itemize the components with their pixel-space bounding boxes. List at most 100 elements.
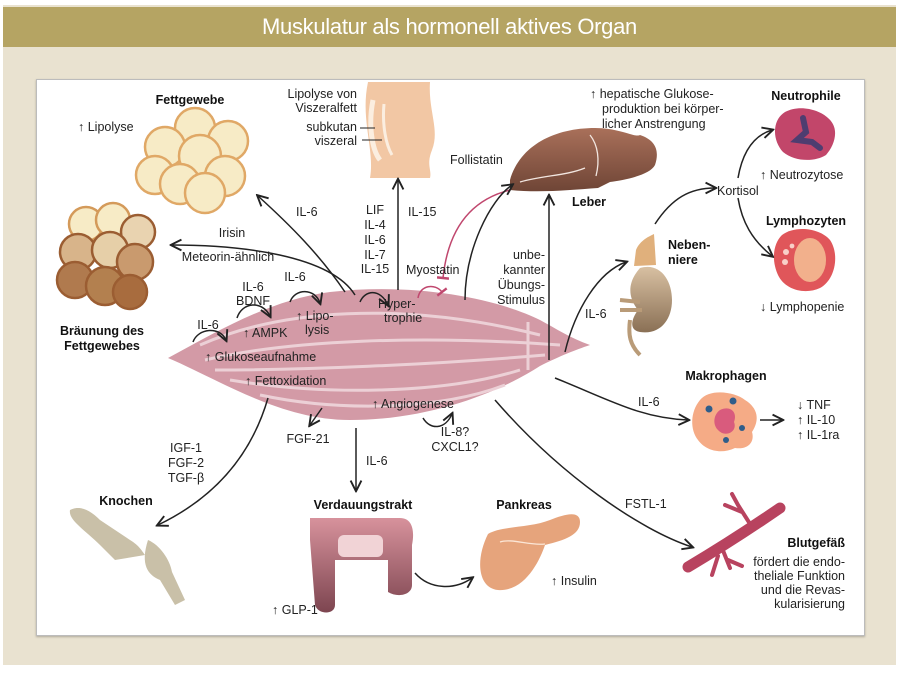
label-stimulus-1: unbe-	[513, 248, 545, 262]
label-il6-glukose: IL-6	[197, 318, 219, 332]
label-tgfb: TGF-β	[168, 471, 204, 485]
arrow-to-liver-curve	[464, 185, 512, 301]
arrow-il6-ampk	[236, 304, 270, 318]
label-il6-makrophagen: IL-6	[638, 395, 660, 409]
label-stimulus-2: kannter	[503, 263, 545, 277]
label-insulin: ↑ Insulin	[551, 574, 597, 588]
label-tnf: ↓ TNF	[797, 398, 831, 412]
label-leber: Leber	[572, 195, 606, 209]
arrow-il6-macrophage	[554, 377, 688, 420]
label-leber-effect-1: ↑ hepatische Glukose-	[590, 87, 714, 101]
label-il6-lipolysis: IL-6	[284, 270, 306, 284]
label-blutgefaess: Blutgefäß	[787, 536, 845, 550]
adrenal-kidney-illustration	[619, 234, 672, 357]
blood-vessel-illustration	[682, 492, 786, 577]
label-neutrozytose: ↑ Neutrozytose	[760, 168, 843, 182]
label-il6-hyp: IL-6	[364, 233, 386, 247]
arrow-kortisol	[654, 188, 715, 225]
bone-illustration	[69, 508, 185, 605]
pancreas-illustration	[480, 514, 580, 591]
label-il6-bdnf-1: IL-6	[242, 280, 264, 294]
label-verdauungstrakt: Verdauungstrakt	[314, 498, 413, 512]
label-il6-fat: IL-6	[296, 205, 318, 219]
lymphocyte-illustration	[773, 228, 836, 292]
label-il6-bdnf-2: BDNF	[236, 294, 270, 308]
label-lipo: ↑ Lipo-	[296, 309, 334, 323]
label-braunung-1: Bräunung des	[60, 324, 144, 338]
fat-tissue-illustration	[134, 106, 250, 215]
label-gefaess-1: fördert die endo-	[753, 555, 845, 569]
torso-illustration	[365, 82, 435, 178]
label-glukoseaufnahme: ↑ Glukoseaufnahme	[205, 350, 316, 364]
label-irisin: Irisin	[219, 226, 245, 240]
label-stimulus-3: Übungs-	[498, 278, 545, 292]
label-fgf2: FGF-2	[168, 456, 204, 470]
arrow-neutrophil	[737, 130, 772, 179]
arrow-lymphocyte	[737, 197, 772, 256]
label-ampk: ↑ AMPK	[243, 326, 288, 340]
arrow-hyp-list	[359, 291, 388, 305]
liver-illustration	[510, 128, 657, 192]
label-lif: LIF	[366, 203, 384, 217]
arrow-bone	[158, 397, 269, 525]
arrow-il6-lipolysis	[289, 290, 320, 303]
label-fstl1: FSTL-1	[625, 497, 667, 511]
label-angiogenese: ↑ Angiogenese	[372, 397, 454, 411]
label-il4: IL-4	[364, 218, 386, 232]
macrophage-illustration	[692, 392, 757, 452]
label-il15-hyp: IL-15	[361, 262, 390, 276]
inhibit-follistatin	[436, 189, 511, 280]
label-knochen: Knochen	[99, 494, 152, 508]
label-fettgewebe: Fettgewebe	[156, 93, 225, 107]
label-lymphopenie: ↓ Lymphopenie	[760, 300, 844, 314]
label-meteorin: Meteorin-ähnlich	[182, 250, 274, 264]
label-viszeral: viszeral	[315, 134, 357, 148]
label-myostatin: Myostatin	[406, 263, 460, 277]
inhibit-myostatin	[417, 285, 448, 299]
label-cxcl1: CXCL1?	[431, 440, 478, 454]
label-hyper: Hyper-	[378, 297, 416, 311]
label-follistatin: Follistatin	[450, 153, 503, 167]
muscle-illustration	[168, 289, 590, 420]
label-il15: IL-15	[408, 205, 437, 219]
label-pankreas: Pankreas	[496, 498, 552, 512]
label-viszeral-2: Viszeralfett	[295, 101, 357, 115]
label-il8: IL-8?	[441, 425, 470, 439]
label-gefaess-2: theliale Funktion	[754, 569, 845, 583]
label-makrophagen: Makrophagen	[685, 369, 766, 383]
label-lysis: lysis	[305, 323, 329, 337]
label-il6-gut: IL-6	[366, 454, 388, 468]
arrow-il8	[422, 414, 452, 428]
label-il1ra: ↑ IL-1ra	[797, 428, 839, 442]
label-il10: ↑ IL-10	[797, 413, 835, 427]
label-subkutan: subkutan	[306, 120, 357, 134]
label-glp1: ↑ GLP-1	[272, 603, 318, 617]
label-leber-effect-3: licher Anstrengung	[602, 117, 706, 131]
label-gefaess-3: und die Revas-	[761, 583, 845, 597]
label-gefaess-4: kularisierung	[774, 597, 845, 611]
label-kortisol: Kortisol	[717, 184, 759, 198]
label-stimulus-4: Stimulus	[497, 293, 545, 307]
arrow-irisin	[172, 245, 356, 296]
label-il7: IL-7	[364, 248, 386, 262]
torso-leader-lines	[360, 127, 382, 141]
arrow-gut-pancreas	[414, 572, 472, 586]
arrow-fstl1	[494, 399, 692, 547]
arrow-il6-glukose	[192, 330, 226, 342]
label-il6-nebenniere: IL-6	[585, 307, 607, 321]
label-fgf21: FGF-21	[286, 432, 329, 446]
label-nebenniere-2: niere	[668, 253, 698, 267]
brown-fat-illustration	[55, 201, 157, 311]
label-fettoxidation: ↑ Fettoxidation	[245, 374, 326, 388]
neutrophil-illustration	[774, 108, 836, 160]
arrow-il6-adrenal	[564, 262, 626, 353]
label-braunung-2: Fettgewebes	[64, 339, 140, 353]
arrow-fgf21	[310, 407, 323, 425]
arrow-il6-fat	[258, 196, 346, 293]
label-viszeral-1: Lipolyse von	[288, 87, 358, 101]
label-trophie: trophie	[384, 311, 422, 325]
signal-arrows	[158, 128, 782, 586]
figure-title: Muskulatur als hormonell aktives Organ	[3, 7, 896, 47]
label-nebenniere-1: Neben-	[668, 238, 710, 252]
